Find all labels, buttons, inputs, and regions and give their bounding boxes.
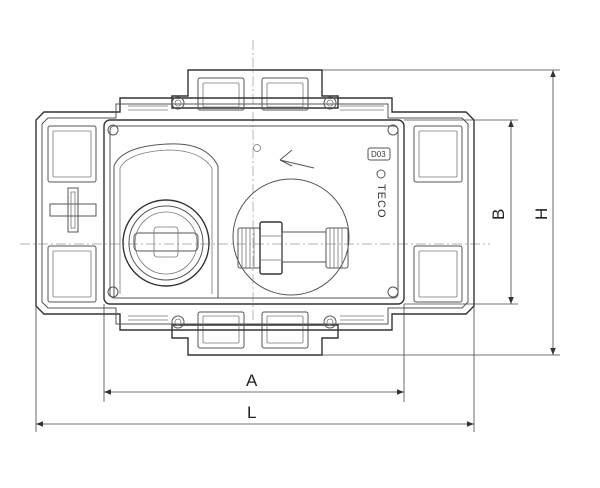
side-slots xyxy=(47,125,463,303)
bottom-lugs xyxy=(171,311,339,356)
panel-marks: D03 TECO xyxy=(253,144,391,219)
extension-lines xyxy=(35,69,560,432)
dimension-b: B xyxy=(489,120,514,304)
screws xyxy=(107,96,399,329)
housing-outline xyxy=(35,97,475,331)
inner-panel xyxy=(103,119,405,305)
dim-l-label: L xyxy=(247,403,256,422)
pipe-fitting xyxy=(232,178,350,296)
dim-h-label: H xyxy=(532,208,551,220)
ribbing xyxy=(128,105,384,321)
center-lines xyxy=(20,40,490,320)
knob-cover xyxy=(113,143,219,298)
brand-label: TECO xyxy=(375,184,387,219)
rotary-knob xyxy=(122,199,210,287)
dim-b-label: B xyxy=(489,209,508,220)
dim-a-label: A xyxy=(246,371,258,390)
model-label: D03 xyxy=(371,150,386,159)
direction-arrow-icon xyxy=(279,149,315,169)
dimension-h: H xyxy=(532,70,556,355)
dimension-l: L xyxy=(36,403,474,427)
dimension-a: A xyxy=(104,371,404,395)
top-lugs xyxy=(171,69,339,111)
left-latch xyxy=(49,187,97,233)
